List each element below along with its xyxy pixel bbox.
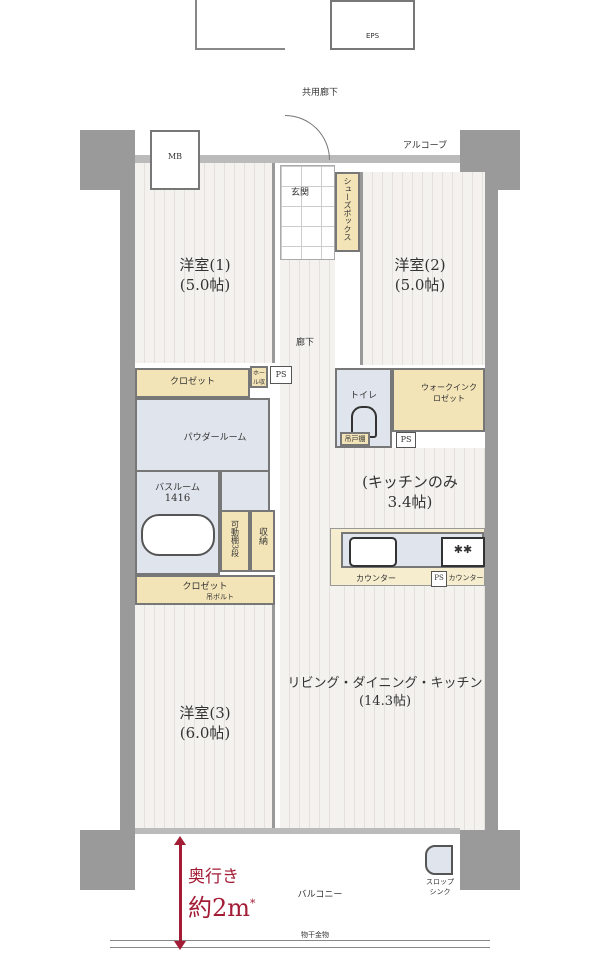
powder-room-label: パウダールーム: [183, 433, 247, 443]
closet-top: クロゼット: [135, 368, 250, 398]
walk-in-closet-label: ウォークインクロゼット: [421, 383, 477, 403]
column: [80, 830, 135, 890]
ldk-label: リビング・ダイニング・キッチン (14.3帖): [287, 675, 483, 710]
right-wall: [485, 130, 498, 840]
room-1: [135, 163, 275, 363]
slop-sink-label: スロップシンク: [426, 878, 454, 896]
ps-2: PS: [396, 432, 416, 448]
closet-top-label: クロゼット: [169, 377, 215, 387]
kitchen-size: 3.4帖): [387, 493, 433, 512]
shoe-box: シューズボックス: [335, 172, 360, 252]
bath-room: バスルーム 1416: [135, 470, 220, 575]
hanging-cupboard-label: 吊戸棚: [344, 435, 366, 443]
balcony-railing: [110, 940, 490, 948]
ldk-size: (14.3帖): [358, 693, 412, 709]
hanging-cupboard: 吊戸棚: [340, 432, 370, 446]
arrow-head-down: [174, 941, 186, 950]
room-2-name: 洋室(2): [394, 256, 446, 274]
hallway: [280, 260, 335, 830]
room-2: [360, 172, 485, 365]
common-corridor-label: 共用廊下: [301, 88, 338, 98]
entrance-label: 玄関: [290, 188, 309, 198]
bath-size: 1416: [164, 493, 191, 504]
sink-icon: [349, 537, 397, 567]
depth-note: *: [250, 897, 256, 910]
closet-bottom: クロゼット 吊ボルト: [135, 575, 275, 605]
ldk-name: リビング・ダイニング・キッチン: [287, 676, 483, 691]
toilet-label: トイレ: [349, 391, 377, 401]
front-door: [285, 115, 330, 160]
eps-label: EPS: [365, 32, 380, 40]
eps-box: EPS: [330, 0, 415, 50]
movable-shelf-label: 可動棚3段: [230, 520, 240, 558]
room-3-name: 洋室(3): [179, 704, 231, 722]
depth-value-wrap: 約2m*: [188, 888, 256, 923]
ldk: [335, 448, 485, 830]
storage-label: 収納: [257, 527, 267, 545]
room-3: [135, 605, 275, 830]
room-3-size: (6.0帖): [179, 724, 231, 743]
left-wall: [120, 130, 135, 840]
mb-box: MB: [150, 130, 200, 190]
ps-1: PS: [270, 366, 292, 384]
shoe-box-label: シューズボックス: [343, 177, 352, 241]
room-1-size: (5.0帖): [179, 276, 231, 295]
hall-storage-label: ホール収納: [252, 370, 265, 386]
hanging-bolt-label: 吊ボルト: [206, 593, 234, 601]
room-3-label: 洋室(3) (6.0帖): [160, 703, 250, 744]
hallway-label: 廊下: [295, 338, 314, 348]
arrow-head-up: [174, 836, 186, 845]
column: [460, 830, 520, 890]
outside-wall-line: [195, 48, 285, 50]
counter-2-label: カウンター: [448, 574, 484, 582]
mb-label: MB: [167, 152, 183, 161]
bath-room-label: バスルーム: [155, 483, 200, 493]
drying-hardware-label: 物干金物: [301, 931, 329, 939]
bathtub-icon: [140, 514, 215, 556]
closet-bottom-label: クロゼット: [182, 582, 228, 592]
balcony-label: バルコニー: [297, 890, 343, 900]
walk-in-closet: ウォークインクロゼット: [392, 368, 485, 432]
kitchen-counter: ✱✱ カウンター PS カウンター: [330, 528, 485, 587]
room-2-label: 洋室(2) (5.0帖): [375, 255, 465, 296]
depth-arrow-icon: [179, 840, 182, 945]
room-2-size: (5.0帖): [394, 276, 446, 295]
stove-icon: ✱✱: [441, 537, 485, 567]
alcove-label: アルコーブ: [402, 141, 448, 151]
room-1-label: 洋室(1) (5.0帖): [160, 255, 250, 296]
sink-and-stove: ✱✱: [341, 532, 485, 568]
hall-storage: ホール収納: [250, 366, 268, 388]
counter-1-label: カウンター: [356, 574, 396, 583]
washing-machine-space: [220, 470, 270, 512]
depth-label: 奥行き: [188, 867, 239, 887]
ps-3: PS: [431, 571, 447, 587]
movable-shelf: 可動棚3段: [220, 510, 250, 572]
kitchen-label: (キッチンのみ 3.4帖): [360, 472, 460, 513]
kitchen-only: (キッチンのみ: [362, 473, 458, 491]
powder-room: パウダールーム: [135, 398, 270, 473]
depth-value: 約2m: [188, 894, 251, 922]
entrance: [280, 165, 335, 260]
sash-wall: [135, 828, 460, 834]
outside-wall-line: [195, 0, 197, 50]
storage: 収納: [250, 510, 275, 572]
room-1-name: 洋室(1): [179, 256, 231, 274]
slop-sink-icon: [425, 845, 453, 875]
